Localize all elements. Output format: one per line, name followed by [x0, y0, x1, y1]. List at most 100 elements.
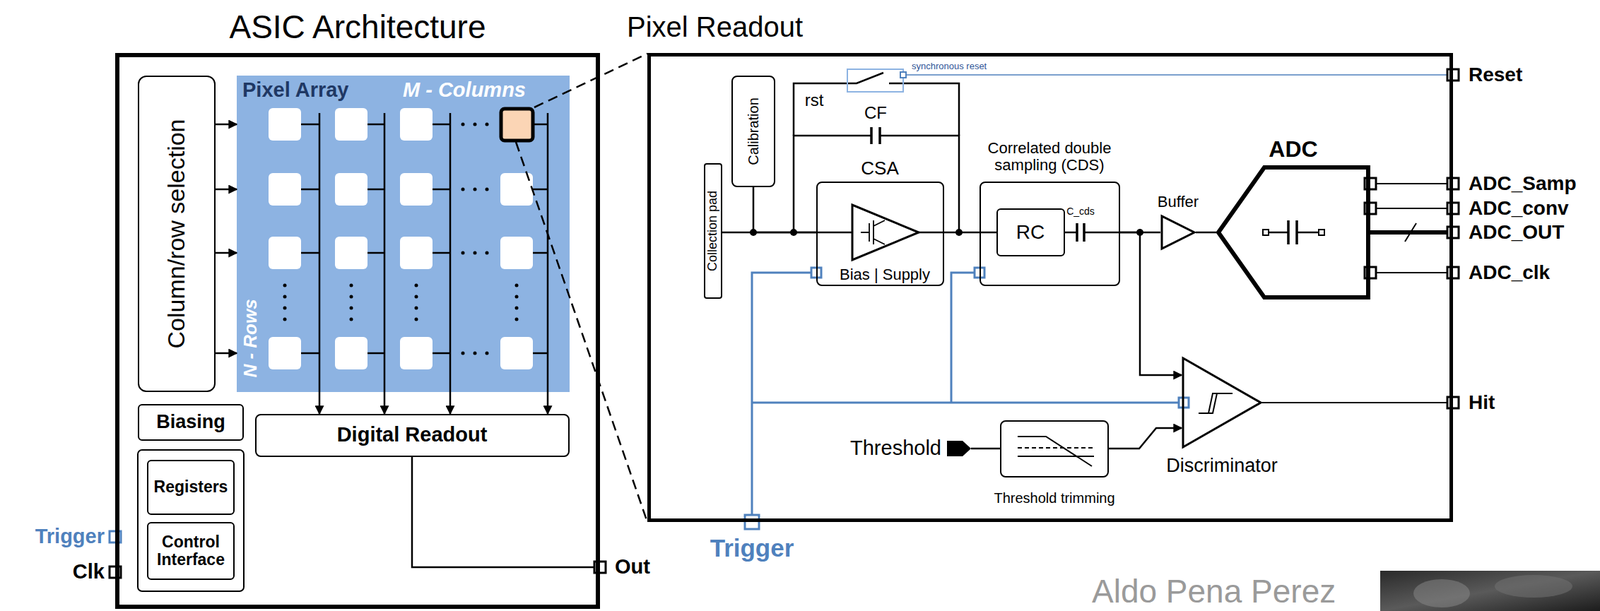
wire: [1065, 231, 1078, 234]
dot: [349, 295, 354, 299]
control-box: Control Interface: [146, 522, 235, 581]
trim-symbol: [1017, 455, 1094, 458]
pin-label-holder: Out: [614, 556, 651, 579]
dot: [283, 284, 287, 288]
component-label-holder: CF: [864, 103, 887, 123]
discriminator-triangle: Discriminator: [1181, 356, 1263, 449]
connector: [383, 392, 386, 415]
pixel: [268, 236, 302, 270]
note-label-holder: synchronous reset: [911, 61, 987, 72]
capacitor-plate: [1075, 223, 1079, 242]
array-fill: [236, 75, 570, 393]
wire: [918, 231, 945, 234]
pixel-array-text: N - Rows: [240, 298, 261, 378]
pin-label: Trigger: [710, 534, 795, 563]
wire: [1375, 272, 1448, 274]
dot: [349, 306, 354, 311]
dot: [485, 122, 490, 127]
note-label: synchronous reset: [911, 61, 987, 72]
connector: [318, 392, 321, 415]
pin-label: Out: [614, 556, 651, 579]
adc-block: ADC: [1216, 165, 1371, 300]
dot: [414, 318, 419, 322]
buffer-triangle: Buffer: [1160, 214, 1196, 251]
dot: [515, 318, 519, 322]
capacitor-plate: [869, 127, 873, 145]
pixel: [400, 173, 433, 206]
pin: [1447, 202, 1459, 215]
discriminator-triangle-text: Discriminator: [1166, 455, 1278, 478]
discriminator-triangle-text-holder: Discriminator: [1166, 455, 1278, 478]
calibration-box: Calibration: [731, 75, 776, 188]
trim-symbol: [1017, 436, 1092, 467]
asic-frame: ASIC ArchitectureColumn/row selectionPix…: [115, 53, 600, 610]
pin-label-holder: ADC_conv: [1468, 197, 1569, 220]
cds-box-text: Correlated double sampling (CDS): [975, 139, 1124, 174]
pin: [900, 72, 907, 78]
connector: [1195, 231, 1217, 234]
pin-label: ADC_OUT: [1468, 221, 1564, 244]
trigger-wire: [751, 272, 812, 516]
registers-box: Registers: [146, 460, 235, 516]
connector: [1108, 428, 1182, 449]
biasing-box: Biasing: [137, 404, 244, 441]
adc-block-text-holder: ADC: [1268, 137, 1318, 162]
readout-box: Digital Readout: [255, 414, 570, 458]
csa-box-text-holder: CSA: [860, 158, 899, 179]
dot: [414, 284, 419, 288]
connector: [546, 392, 550, 415]
csa-box-text: CSA: [860, 158, 899, 179]
pin-label: Clk: [72, 561, 105, 584]
adc-block-outline: [1216, 165, 1371, 300]
dot: [461, 187, 466, 192]
dot: [485, 351, 490, 356]
biasing-box-text: Biasing: [156, 412, 226, 434]
calibration-box-text: Calibration: [745, 97, 762, 166]
component-label-holder: C_cds: [1066, 206, 1095, 217]
selected-pixel: [501, 108, 533, 141]
dot: [283, 306, 287, 311]
reset-wire: [903, 83, 960, 136]
buffer-triangle-text-holder: Buffer: [1157, 193, 1199, 211]
trimming-box-text: Threshold trimming: [993, 490, 1115, 507]
group-box: [137, 450, 244, 592]
pin-label: Trigger: [35, 525, 105, 549]
switch-symbol: [847, 72, 904, 84]
trimming-box: Threshold trimming: [1000, 420, 1109, 478]
zoom-line: [515, 142, 648, 523]
author-watermark: Aldo Pena Perez: [1091, 573, 1336, 610]
pin-label-holder: ADC_Samp: [1468, 173, 1576, 196]
connector: [215, 123, 237, 126]
component-label: CF: [864, 103, 887, 123]
pin: [1447, 397, 1459, 409]
pixel-readout-frame-text-holder: Pixel Readout: [626, 11, 803, 43]
adc-block-shape: [1218, 167, 1369, 298]
pin-label-holder: Clk: [72, 561, 105, 584]
rc-box-text-holder: RC: [1016, 221, 1045, 244]
dot: [414, 295, 419, 299]
dot: [473, 251, 478, 256]
input-tag: [946, 440, 972, 457]
pin-label: ADC_Samp: [1468, 173, 1576, 196]
cds-box-text-holder: Correlated double sampling (CDS): [975, 139, 1124, 174]
pixel: [334, 108, 368, 141]
collection-pad-text: Collection pad: [706, 190, 721, 272]
dot: [473, 351, 478, 356]
biasing-box-text-holder: Biasing: [156, 412, 226, 434]
pin: [1447, 267, 1459, 279]
trigger-wire: [951, 272, 975, 403]
pixel-readout-frame-text: Pixel Readout: [626, 11, 803, 43]
dot: [485, 187, 490, 192]
dot: [349, 318, 354, 322]
wire: [816, 231, 853, 234]
amplifier-symbol: [852, 204, 919, 261]
pin-label: ADC_conv: [1468, 197, 1569, 220]
wire: [1375, 207, 1448, 210]
transistor-symbol: [860, 220, 885, 245]
wire: [1296, 231, 1319, 234]
reset-wire: [793, 83, 848, 136]
pixel-array-text: M - Columns: [402, 79, 526, 102]
dot: [515, 306, 519, 311]
